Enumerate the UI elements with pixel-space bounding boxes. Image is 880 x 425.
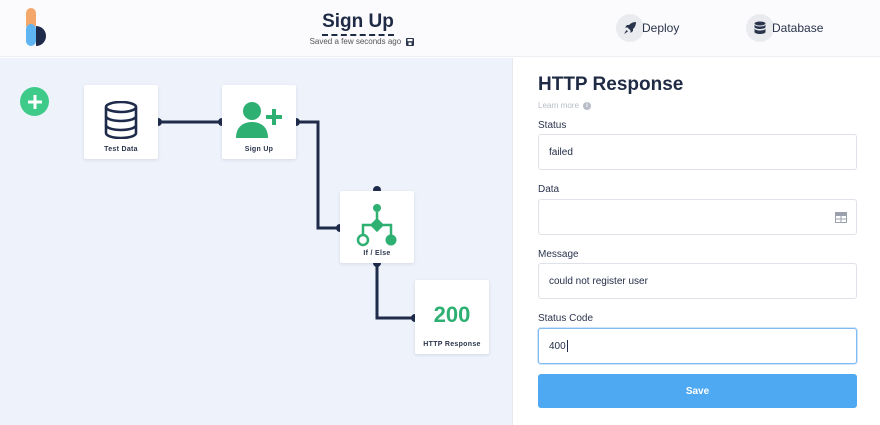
deploy-button[interactable]: Deploy [616,14,679,42]
connection-signup-ifelse [296,120,340,230]
app-logo[interactable] [24,8,52,48]
flow-canvas[interactable]: Test Data Sign Up If / Else [0,58,512,425]
rocket-icon [616,14,644,42]
save-status: Saved a few seconds ago [300,37,424,46]
page-title[interactable]: Sign Up [322,11,394,36]
data-input[interactable] [538,199,857,235]
connection-ifelse-response [375,263,415,320]
node-http-response[interactable]: 200 HTTP Response [415,280,489,354]
table-icon[interactable] [835,212,847,223]
panel-title: HTTP Response [538,74,684,95]
node-if-else[interactable]: If / Else [340,191,414,263]
status-input[interactable]: failed [538,134,857,170]
message-input[interactable]: could not register user [538,263,857,299]
node-label: If / Else [363,250,391,257]
save-button[interactable]: Save [538,374,857,408]
database-button[interactable]: Database [746,14,823,42]
learn-more-label: Learn more [538,101,579,110]
learn-more-link[interactable]: Learn more i [538,101,591,110]
add-user-icon [222,101,296,139]
deploy-label: Deploy [642,21,680,35]
node-label: Sign Up [244,146,274,153]
flow-connections [154,118,419,322]
node-label: Test Data [104,146,138,153]
status-value: failed [549,146,573,158]
node-label: HTTP Response [423,341,481,348]
floppy-disk-icon [406,37,415,46]
add-node-button[interactable] [20,87,49,116]
status-label: Status [538,120,567,131]
node-test-data[interactable]: Test Data [84,85,158,159]
message-label: Message [538,249,579,260]
database-icon [746,14,774,42]
plus-icon [27,94,42,109]
node-sign-up[interactable]: Sign Up [222,85,296,159]
page-title-wrap: Sign Up [300,11,416,36]
message-value: could not register user [549,275,648,287]
status-code-label: Status Code [538,313,594,324]
database-icon [84,101,158,139]
branch-icon [340,203,414,247]
saved-text: Saved a few seconds ago [309,37,402,46]
node-settings-panel: HTTP Response Learn more i Status failed… [512,58,880,425]
data-label: Data [538,184,560,195]
info-icon: i [582,101,591,110]
status-code-value: 400 [549,340,566,352]
text-caret [566,340,568,352]
status-code-input[interactable]: 400 [538,328,857,364]
database-label: Database [772,21,824,35]
status-code-badge: 200 [433,302,471,327]
top-bar: Sign Up Saved a few seconds ago Deploy [0,0,880,57]
